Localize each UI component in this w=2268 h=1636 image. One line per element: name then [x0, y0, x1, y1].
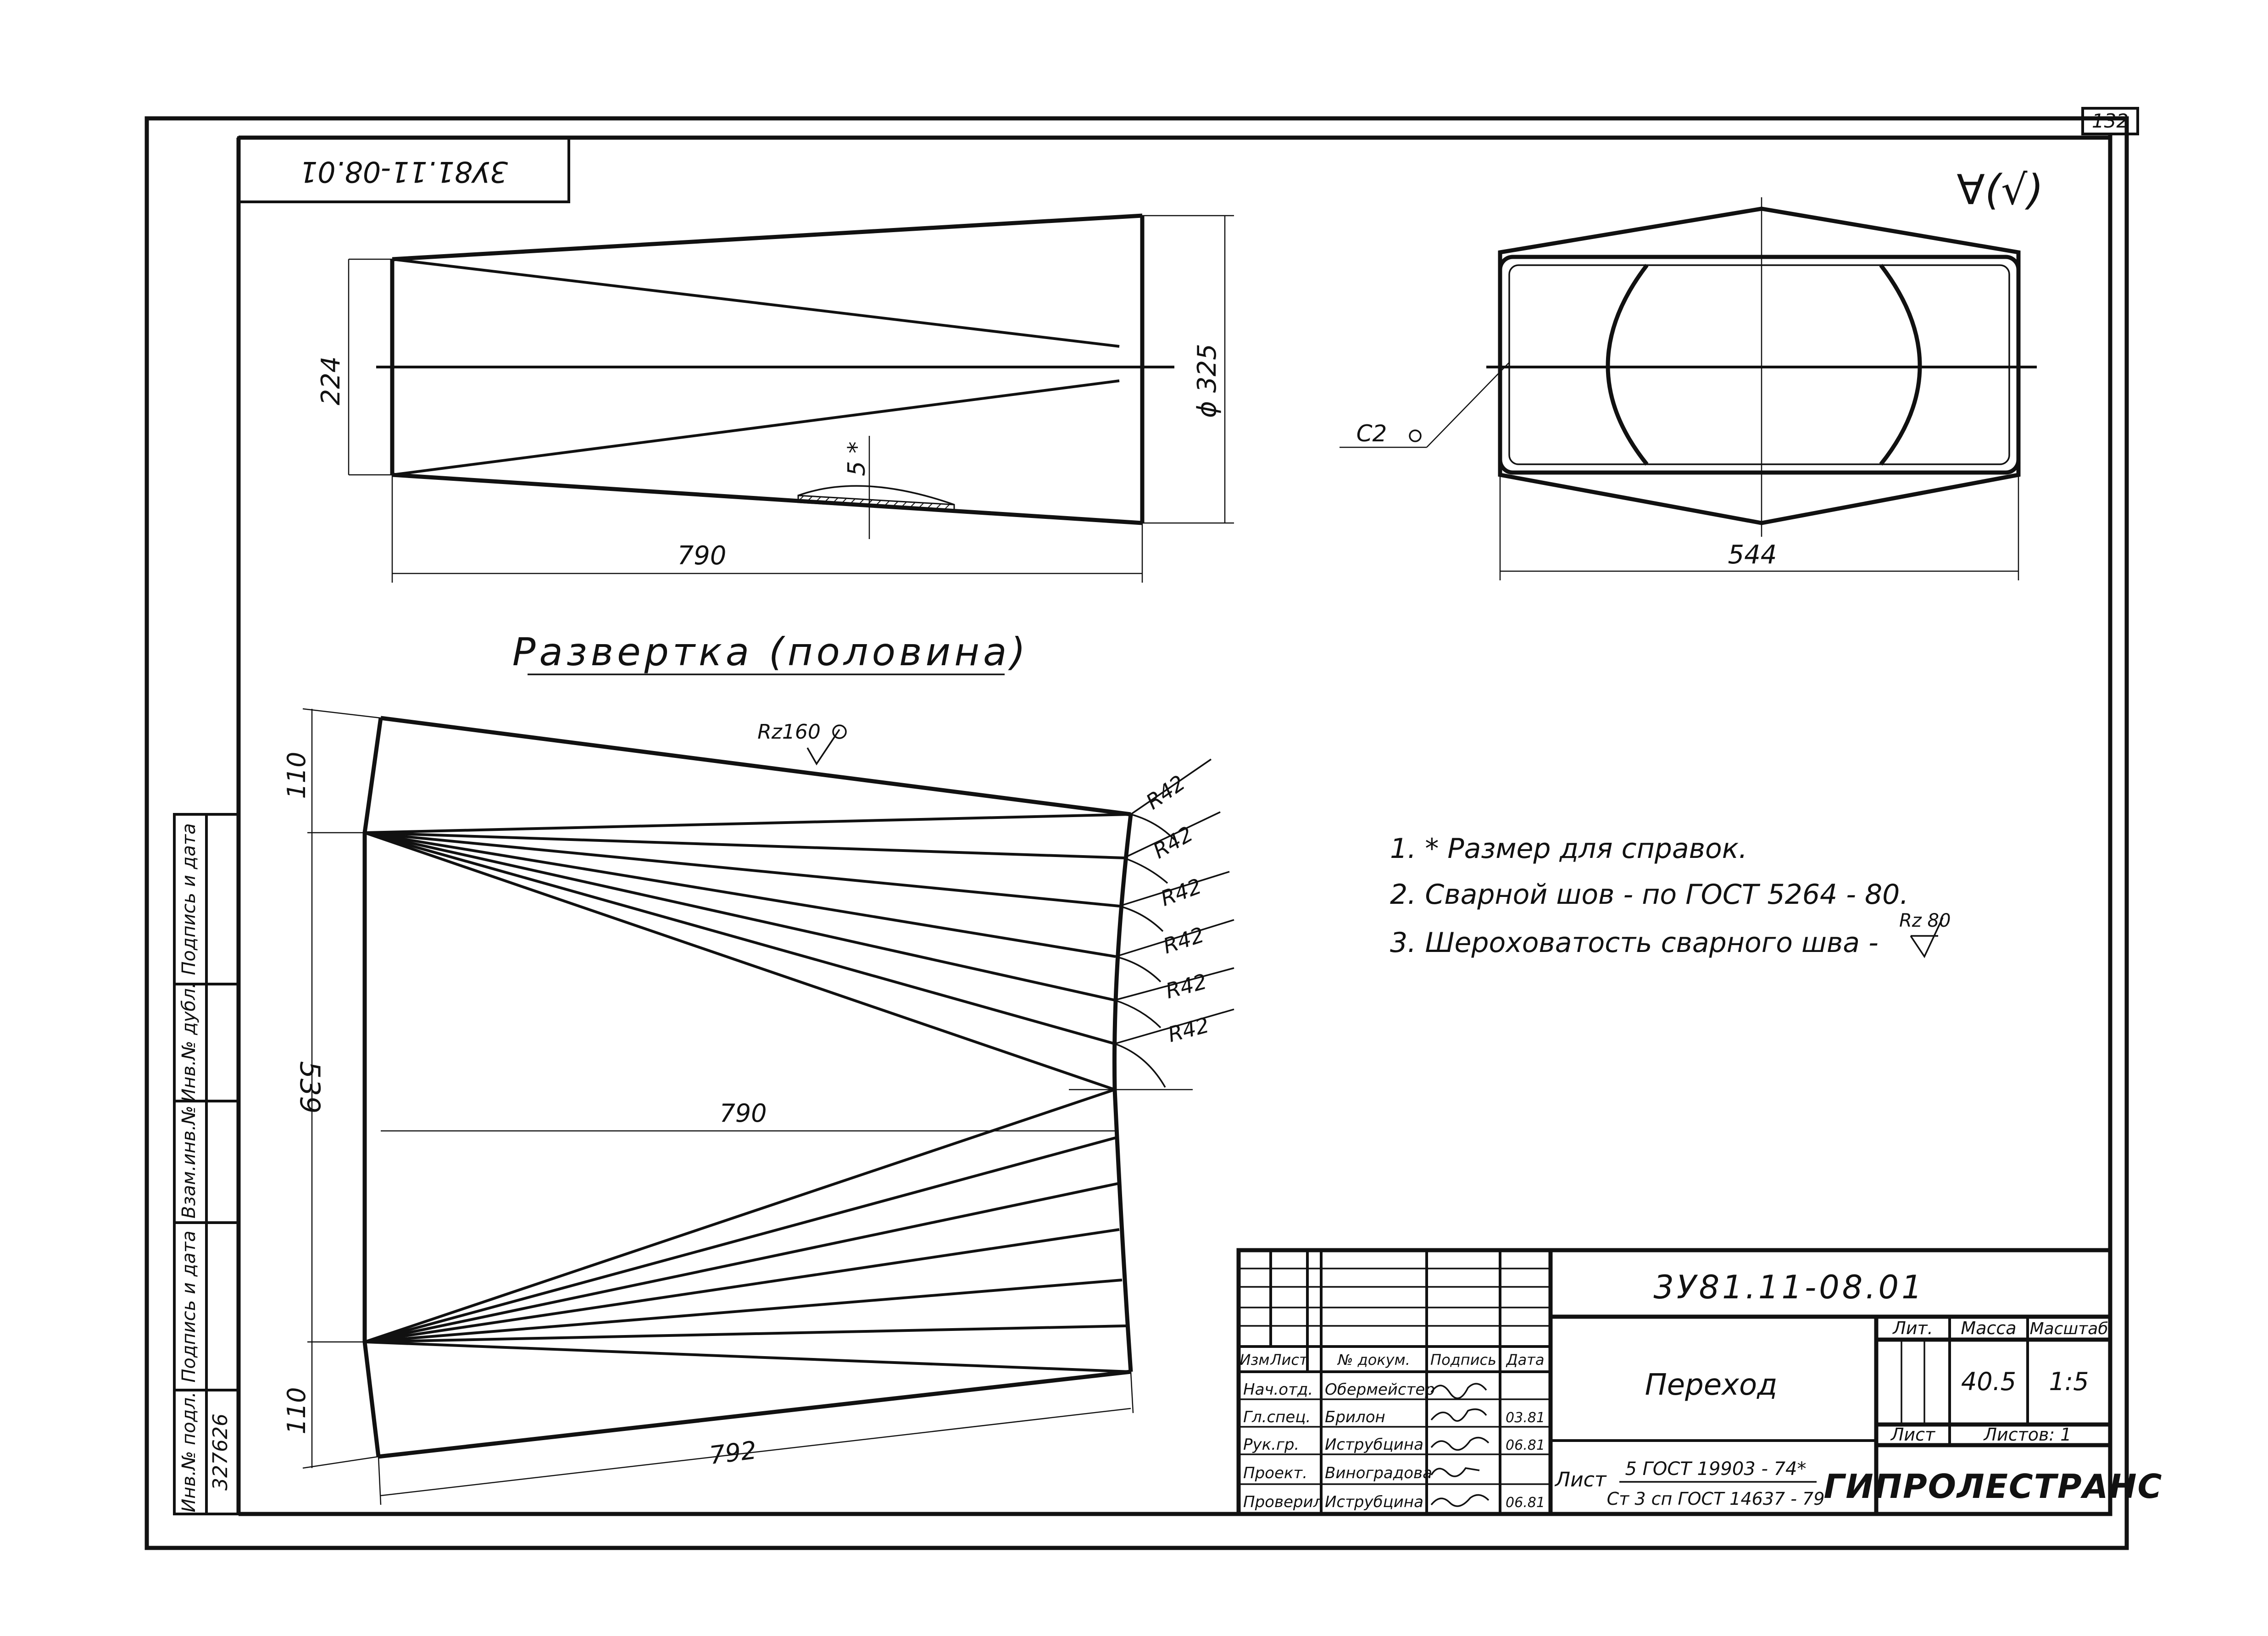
title-block: Изм Лист № докум. Подпись Дата Нач.отд. …: [1236, 1248, 2163, 1516]
development-title-text: Развертка (половина): [512, 629, 1029, 674]
name-4: Виноградова: [1325, 1464, 1432, 1482]
side-view: 224 ϕ 325 790 5 *: [316, 213, 1234, 583]
side-label-vzam: Взам.инв.№: [178, 1106, 200, 1219]
role-proveril: Проверил: [1243, 1493, 1323, 1511]
name-1: Обермейстер: [1325, 1380, 1435, 1399]
side-label-podpis-2: Подпись и дата: [178, 823, 200, 975]
weld-seam-hatch: [797, 495, 955, 512]
dim-bottom-110: 110: [282, 1387, 311, 1434]
date-3: 06.81: [1506, 1437, 1545, 1453]
radius-arcs: [1114, 758, 1234, 1088]
dim-width-544: 544: [1728, 540, 1777, 570]
dim-weld-5: 5 *: [843, 441, 871, 476]
development-title: Развертка (половина): [512, 629, 1029, 675]
note-3-roughness: Rz 80: [1899, 910, 1951, 931]
side-label-inv-podl: Инв.№ подл.: [178, 1391, 200, 1512]
col-header-izm: Изм: [1240, 1351, 1269, 1369]
side-label-inv-dubl: Инв.№ дубл.: [178, 983, 200, 1102]
radius-label-4: R42: [1160, 922, 1207, 958]
role-ruk-gr: Рук.гр.: [1243, 1436, 1299, 1454]
dim-length-792: 792: [708, 1436, 758, 1470]
stamp-code-rotated: 3У81.11-08.01: [300, 155, 508, 189]
role-proekt: Проект.: [1243, 1464, 1307, 1482]
sheet-label: Лист: [1890, 1425, 1936, 1445]
dim-height-224: 224: [316, 356, 346, 406]
dim-mid-539: 539: [294, 1061, 326, 1114]
part-name: Переход: [1645, 1368, 1778, 1402]
dim-length-790-mid: 790: [719, 1099, 767, 1128]
notes: 1. * Размер для справок. 2. Сварной шов …: [1390, 833, 1951, 959]
radius-label-3: R42: [1157, 874, 1205, 911]
end-view: C2 544: [1340, 197, 2037, 580]
stamp-code-box: 3У81.11-08.01: [237, 136, 570, 203]
col-header-date: Дата: [1506, 1351, 1545, 1369]
lit-label: Лит.: [1892, 1318, 1933, 1338]
fan-lines-top: [364, 813, 1131, 1091]
designation: 3У81.11-08.01: [1653, 1269, 1924, 1306]
material-bottom: Ст 3 сп ГОСТ 14637 - 79: [1607, 1489, 1825, 1509]
roughness-symbol: ∀(√): [1957, 166, 2043, 214]
side-inv-number: 327626: [209, 1413, 232, 1491]
side-strip: Инв.№ подл. Подпись и дата Взам.инв.№ Ин…: [173, 813, 240, 1515]
dim-length-790: 790: [678, 541, 727, 571]
col-header-list: Лист: [1270, 1351, 1308, 1369]
dim-top-110: 110: [282, 751, 311, 799]
radius-label-1: R42: [1141, 770, 1190, 814]
col-header-doc: № докум.: [1337, 1351, 1410, 1369]
organization: ГИПРОЛЕСТРАНС: [1824, 1467, 2163, 1506]
col-header-sign: Подпись: [1430, 1351, 1496, 1369]
fan-lines-bottom: [364, 1088, 1131, 1373]
sheets-label: Листов: 1: [1983, 1425, 2071, 1445]
radius-label-2: R42: [1149, 821, 1197, 863]
radius-label-5: R42: [1163, 969, 1209, 1004]
name-3: Иструбцина: [1325, 1436, 1423, 1454]
roughness-rz160: Rz160: [757, 720, 821, 744]
name-5: Иструбцина: [1325, 1493, 1423, 1511]
note-3: 3. Шероховатость сварного шва -: [1390, 927, 1879, 959]
note-1: 1. * Размер для справок.: [1390, 833, 1747, 865]
radius-label-6: R42: [1165, 1013, 1212, 1047]
signatures: [1430, 1383, 1490, 1507]
side-label-podpis-1: Подпись и дата: [178, 1230, 200, 1382]
role-nach-otd: Нач.отд.: [1243, 1380, 1313, 1399]
material-top: 5 ГОСТ 19903 - 74*: [1625, 1458, 1806, 1480]
mass-label: Масса: [1961, 1318, 2016, 1338]
development-view: 110 539 110 790 792 Rz160: [282, 708, 1234, 1505]
scale-label: Масштаб: [2029, 1319, 2108, 1338]
date-5: 06.81: [1506, 1495, 1545, 1511]
note-2: 2. Сварной шов - по ГОСТ 5264 - 80.: [1390, 879, 1908, 911]
material-prefix: Лист: [1554, 1468, 1607, 1491]
dim-diameter-325: ϕ 325: [1192, 344, 1222, 418]
scale-value: 1:5: [2049, 1367, 2089, 1396]
name-2: Брилон: [1325, 1408, 1385, 1426]
mass-value: 40.5: [1961, 1367, 2016, 1396]
chamfer-label: C2: [1356, 420, 1387, 447]
sheet-number: 132: [2092, 110, 2129, 132]
role-gl-spec: Гл.спец.: [1243, 1408, 1311, 1426]
date-2: 03.81: [1506, 1410, 1545, 1426]
